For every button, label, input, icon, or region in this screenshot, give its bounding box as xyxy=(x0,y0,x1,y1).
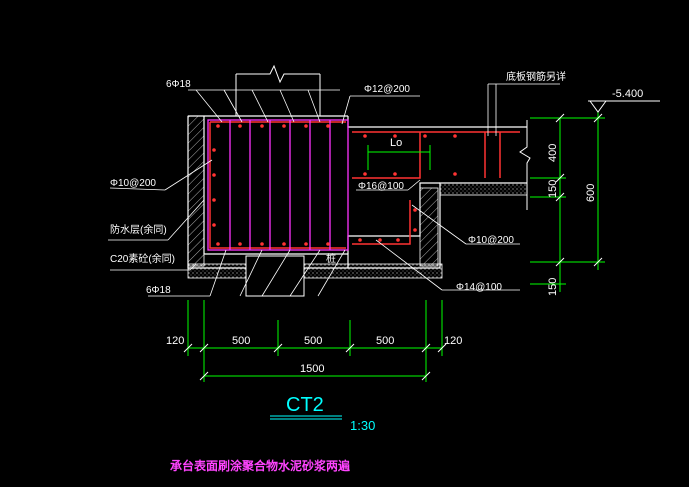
dim-seg-2: 500 xyxy=(232,335,250,347)
dim-seg-1: 120 xyxy=(166,335,184,347)
dim-seg-3: 500 xyxy=(304,335,322,347)
label-bottom-bars: 6Φ18 xyxy=(146,285,171,296)
rebar-dots xyxy=(212,124,457,246)
horizontal-dim-ticks xyxy=(183,343,447,381)
elevation-value: -5.400 xyxy=(612,88,643,100)
break-line-right xyxy=(519,120,531,210)
drawing-scale: 1:30 xyxy=(350,418,375,433)
label-slab-ref: 底板钢筋另详 xyxy=(506,70,566,83)
dim-total: 1500 xyxy=(300,363,324,375)
break-line-top xyxy=(236,64,320,84)
right-step-hatch xyxy=(419,187,439,267)
title-underline xyxy=(270,415,342,420)
left-wall-hatch xyxy=(187,115,205,267)
label-mid-bars: Φ16@100 xyxy=(358,181,404,192)
dim-v-400: 400 xyxy=(547,144,559,162)
drawing-note: 承台表面刷涂聚合物水泥砂浆两遍 xyxy=(170,458,351,473)
dim-seg-5: 120 xyxy=(444,335,462,347)
label-membrane: 防水层(余同) xyxy=(110,223,167,236)
label-top-stirrup: Φ12@200 xyxy=(364,84,410,95)
label-cushion: C20素砼(余同) xyxy=(110,252,175,265)
stirrup-group xyxy=(207,119,349,251)
c20-cushion xyxy=(187,263,443,279)
label-pile-mark: 桩 xyxy=(326,252,336,265)
slab-cushion xyxy=(439,182,528,196)
lap-length-dim xyxy=(367,145,431,170)
vertical-dim-ticks xyxy=(555,113,603,267)
label-top-bars: 6Φ18 xyxy=(166,79,191,90)
label-lap: Lo xyxy=(390,137,402,149)
horizontal-dims xyxy=(187,300,443,382)
leader-lines xyxy=(108,83,560,297)
label-bottom-right: Φ14@100 xyxy=(456,282,502,293)
elevation-marker xyxy=(588,100,660,113)
dim-seg-4: 500 xyxy=(376,335,394,347)
dim-v-150b: 150 xyxy=(547,278,559,296)
drawing-title: CT2 xyxy=(286,394,324,416)
dim-v-600: 600 xyxy=(585,184,597,202)
dim-v-150a: 150 xyxy=(547,180,559,198)
label-right-side: Φ10@200 xyxy=(468,235,514,246)
pile xyxy=(245,255,305,297)
label-side-bars: Φ10@200 xyxy=(110,178,156,189)
rebar-group xyxy=(209,121,520,249)
